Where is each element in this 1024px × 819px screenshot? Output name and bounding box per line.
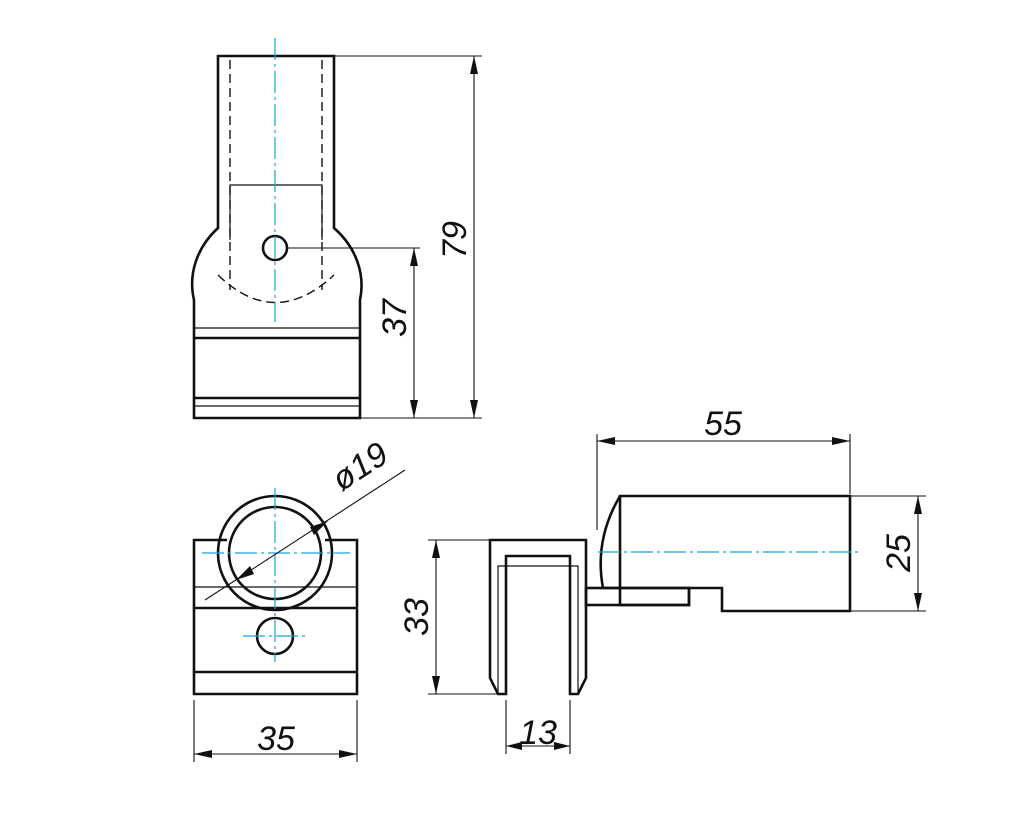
hidden-bore-bottom xyxy=(217,274,335,304)
side-view xyxy=(488,494,862,696)
dimension-arm-length: 55 xyxy=(596,405,851,530)
arm-rounded-end xyxy=(599,495,622,590)
dimension-13-label: 13 xyxy=(519,714,557,752)
dimension-block-width: 35 xyxy=(193,700,358,762)
top-view-block-outline xyxy=(192,538,359,696)
insert-outline xyxy=(229,184,323,240)
dimension-arm-height: 25 xyxy=(850,495,926,612)
dimension-clamp-height: 33 xyxy=(398,539,498,695)
dimension-37-label: 37 xyxy=(376,298,414,337)
dimension-79-label: 79 xyxy=(436,221,474,259)
front-view xyxy=(190,38,363,420)
dimension-pivot-height: 37 xyxy=(287,247,420,418)
u-clamp-outline xyxy=(488,538,588,696)
dimension-35-label: 35 xyxy=(257,720,295,758)
u-clamp-inner-line xyxy=(497,565,579,694)
dimension-diameter-label: ø19 xyxy=(325,435,395,499)
dimension-slot-width: 13 xyxy=(505,700,571,754)
dimension-33-label: 33 xyxy=(398,598,436,636)
dimension-total-height: 79 xyxy=(334,55,482,419)
dimension-25-label: 25 xyxy=(880,534,918,573)
connecting-plate xyxy=(584,586,691,607)
top-view xyxy=(192,488,359,696)
arm-body-outline xyxy=(618,494,852,613)
dimension-55-label: 55 xyxy=(704,405,742,443)
